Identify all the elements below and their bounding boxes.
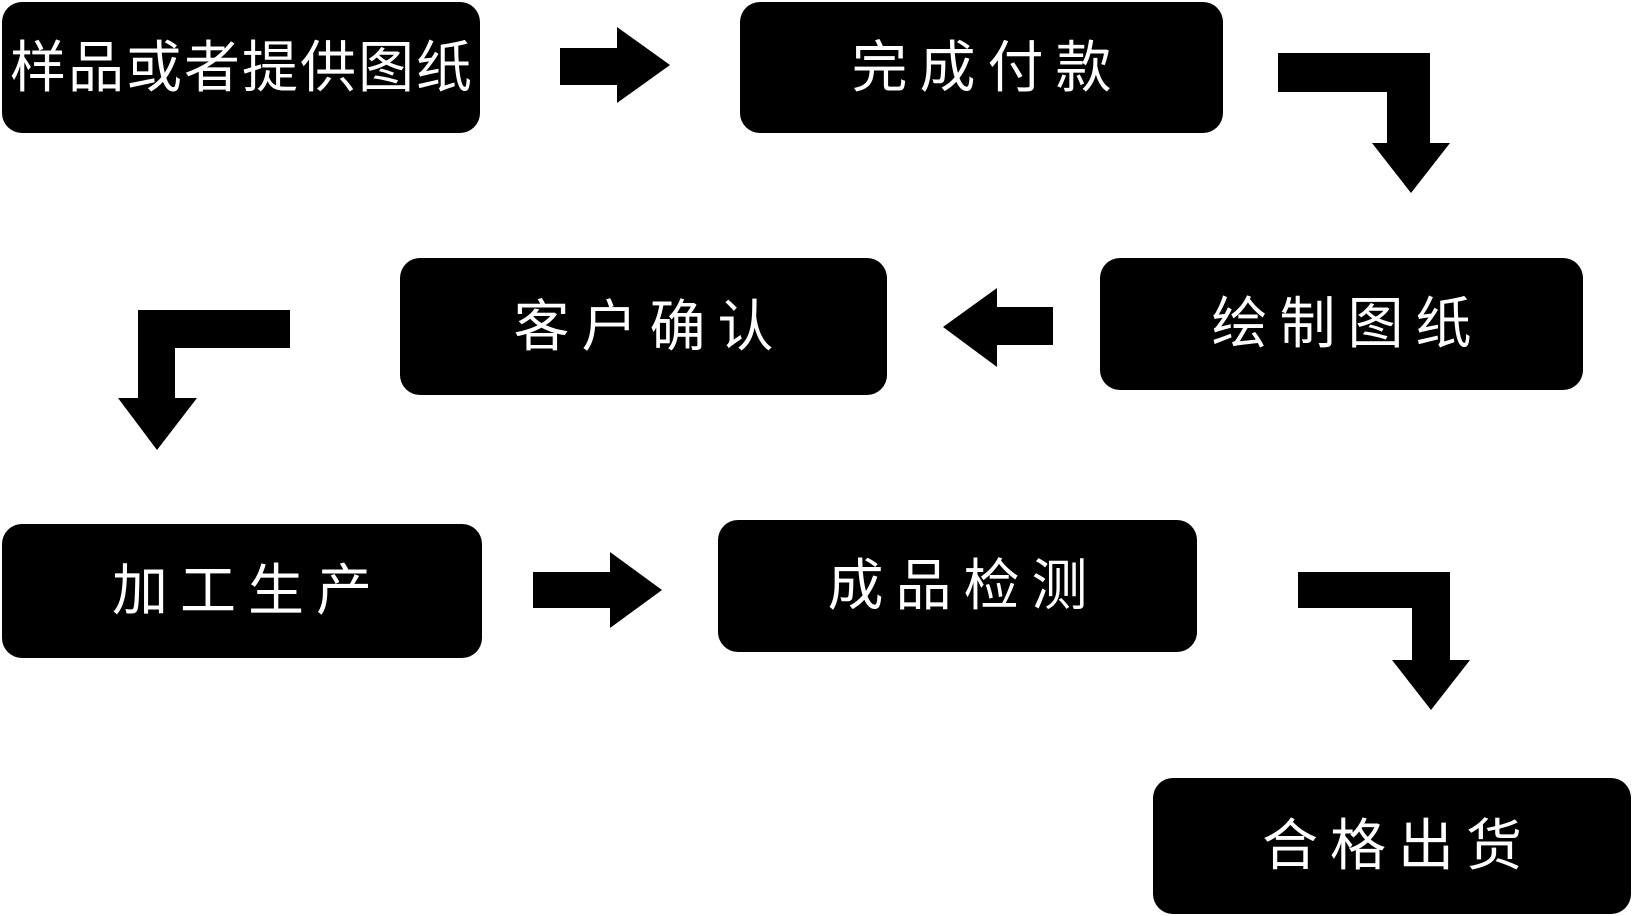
node-label: 合格出货 (1262, 814, 1534, 877)
arrow-left-icon (943, 288, 1053, 367)
node-finished-product-inspection: 成品检测 (718, 520, 1197, 652)
node-sample-or-drawings: 样品或者提供图纸 (2, 2, 480, 133)
node-draw-drawings: 绘制图纸 (1100, 258, 1583, 390)
node-customer-confirm: 客户确认 (400, 258, 887, 395)
node-label: 绘制图纸 (1211, 292, 1484, 355)
arrow-elbow-left-down-icon (118, 310, 290, 450)
arrow-elbow-down-icon (1278, 53, 1450, 193)
node-label: 完成付款 (851, 35, 1124, 99)
arrow-right-icon (560, 27, 670, 103)
node-label: 客户确认 (513, 294, 786, 358)
node-label: 成品检测 (827, 554, 1100, 617)
node-label: 样品或者提供图纸 (10, 35, 474, 99)
node-complete-payment: 完成付款 (740, 2, 1223, 133)
node-processing-production: 加工生产 (2, 524, 482, 658)
arrow-elbow-down-icon (1298, 572, 1470, 710)
arrow-right-icon (533, 552, 662, 628)
node-label: 加工生产 (112, 559, 384, 622)
node-qualified-shipment: 合格出货 (1153, 778, 1631, 914)
